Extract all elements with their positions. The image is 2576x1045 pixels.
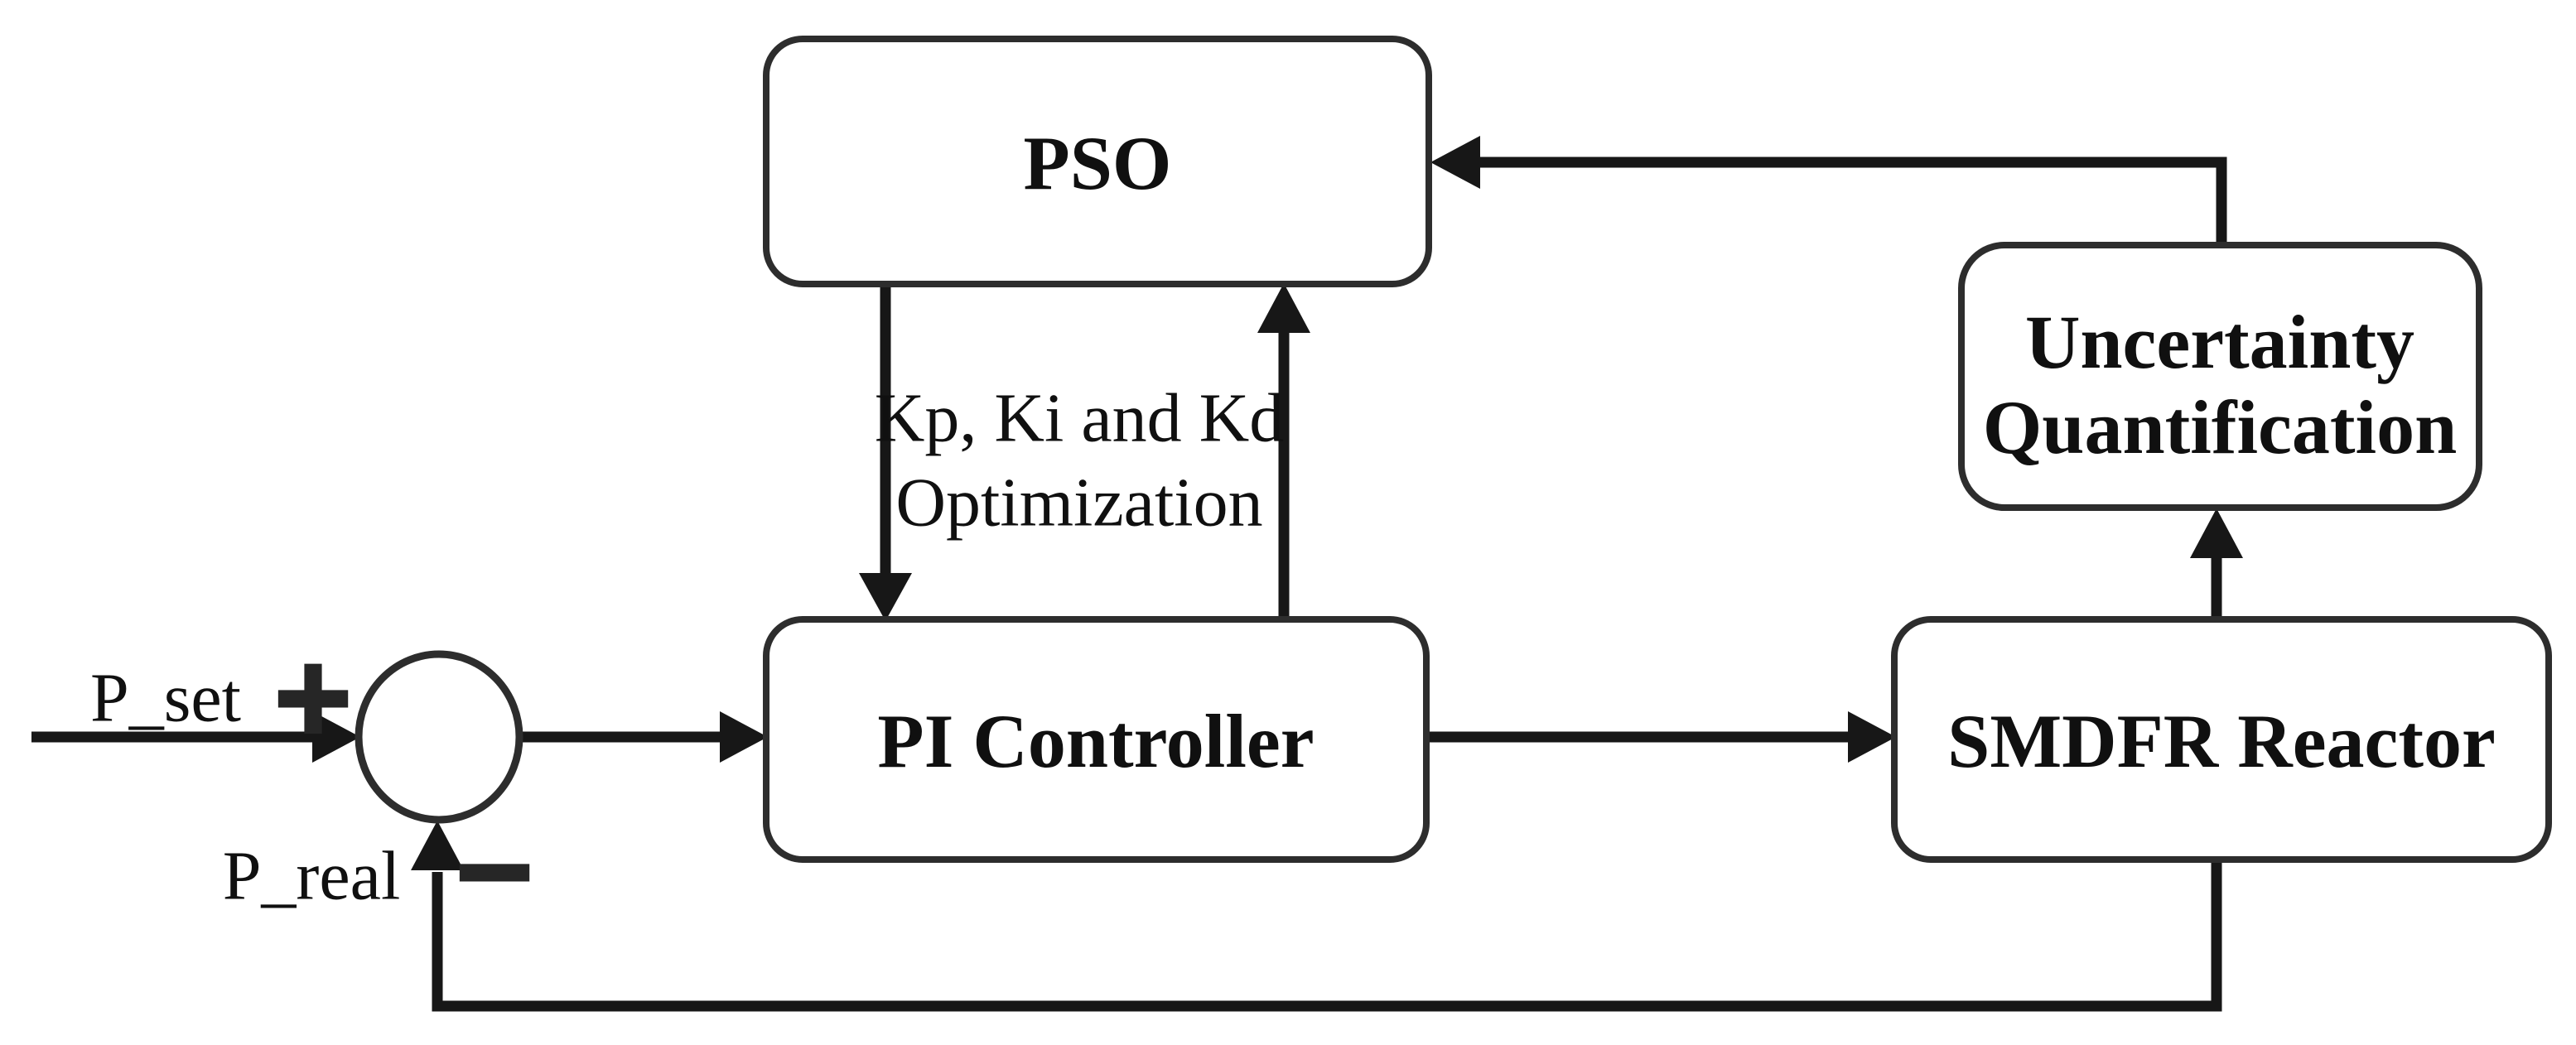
reactor-to-uq-arrowhead-icon (2190, 508, 2243, 558)
setpoint-arrowhead-icon (312, 711, 360, 763)
smdfr-reactor-block (1891, 616, 2552, 863)
feedback-label: P_real (223, 838, 401, 915)
pi-to-pso-arrowhead-icon (1257, 283, 1310, 333)
setpoint-label: P_set (90, 660, 241, 737)
uq-to-pso-line (1478, 157, 2227, 248)
gain-optimization-label-line1: Kp, Ki and Kd (875, 380, 1285, 457)
uq-block-label-line1: Uncertainty (2025, 300, 2414, 384)
uq-to-pso-arrowhead-icon (1430, 136, 1480, 189)
pi-controller-block (763, 616, 1430, 863)
pso-block-label: PSO (1024, 121, 1172, 205)
pi-controller-block-label: PI Controller (877, 699, 1314, 783)
pso-to-pi-arrowhead-icon (859, 573, 912, 621)
pso-block (763, 36, 1432, 287)
feedback-loop-line (432, 858, 2222, 1012)
uncertainty-quantification-block (1958, 242, 2482, 511)
summing-junction (355, 650, 523, 824)
plus-sign-icon: + (275, 624, 350, 772)
error-arrowhead-icon (720, 711, 768, 763)
feedback-arrowhead-icon (411, 821, 464, 870)
control-arrowhead-icon (1848, 711, 1896, 763)
uq-block-label-line2: Quantification (1983, 385, 2457, 470)
minus-sign-icon: − (456, 798, 532, 946)
smdfr-reactor-block-label: SMDFR Reactor (1947, 699, 2496, 783)
gain-optimization-label-line2: Optimization (895, 465, 1262, 542)
